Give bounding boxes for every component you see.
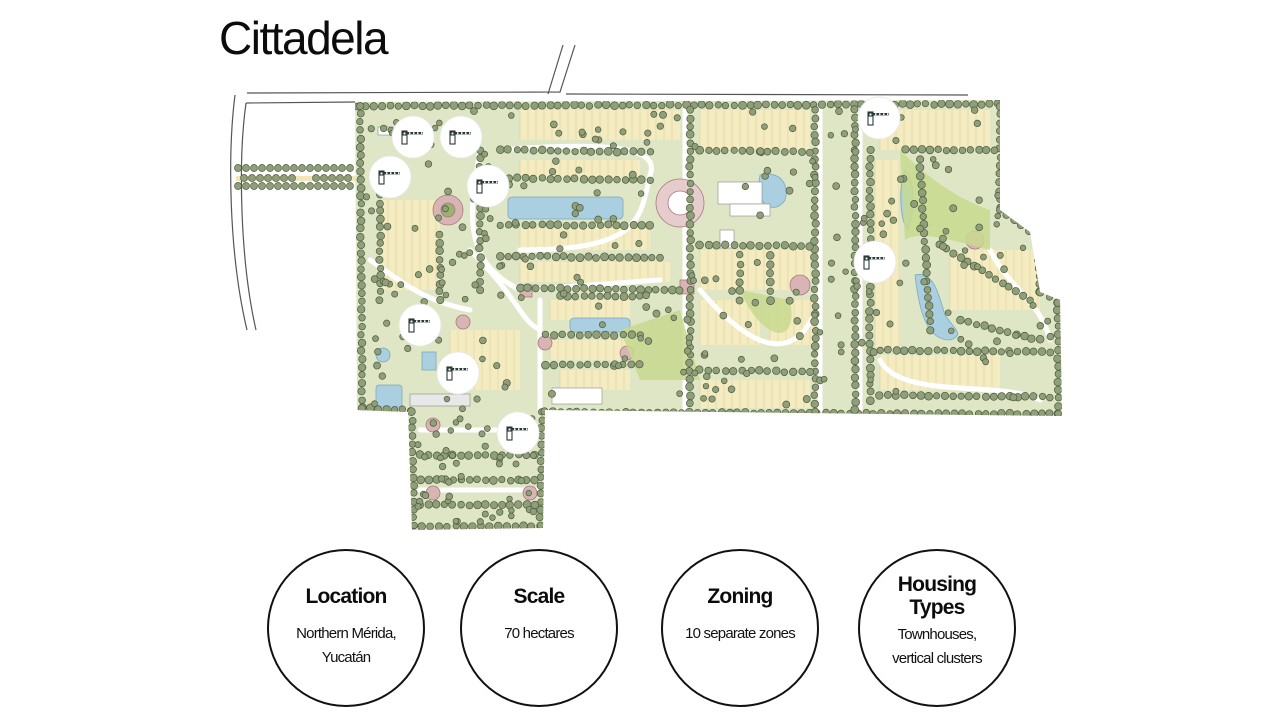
fact-zoning-title: Zoning [707,585,773,608]
fact-scale-body-line: 70 hectares [504,625,574,642]
lot-band [549,340,630,360]
page-title: Cittadela [219,12,389,64]
gate-marker [391,115,435,159]
gate-marker [398,303,442,347]
gate-barrier-icon [476,179,498,194]
fact-housing-title-line: Housing [897,573,977,596]
fact-location-title: Location [305,585,387,608]
buildings [377,126,771,407]
lot-band [549,300,630,320]
gate-barrier-icon [401,130,423,145]
lot-band [559,370,630,390]
gate-barrier-icon [446,366,468,381]
gate-barrier-icon [449,130,471,145]
gate-marker [857,96,901,140]
fact-zoning: Zoning 10 separate zones [661,549,819,707]
gate-markers [368,96,901,455]
gate-marker [466,164,510,208]
external-roads [230,44,969,331]
fact-location-body-line: Yucatán [321,649,371,666]
entry-boulevard [234,164,356,190]
gate-barrier-icon [863,255,885,270]
gate-marker [439,115,483,159]
gate-marker [368,155,412,199]
fact-housing-body-line: Townhouses, [897,626,978,643]
gate-barrier-icon [867,111,889,126]
gate-marker [853,240,897,284]
fact-housing-body-line: vertical clusters [892,650,983,667]
gate-marker [496,411,540,455]
lot-band [699,380,810,408]
site-masterplan-map [230,44,1062,530]
gate-barrier-icon [378,170,400,185]
gate-barrier-icon [408,318,430,333]
fact-scale-title: Scale [513,585,566,608]
fact-housing-types: Housing Types Townhouses, vertical clust… [858,549,1016,707]
fact-housing-title-line: Types [909,596,965,619]
gate-marker [436,351,480,395]
gate-barrier-icon [506,426,528,441]
fact-scale: Scale 70 hectares [460,549,618,707]
fact-location-body-line: Northern Mérida, [296,625,397,642]
lot-band [379,200,440,290]
fact-zoning-body-line: 10 separate zones [685,625,796,642]
fact-location: Location Northern Mérida, Yucatán [267,549,425,707]
